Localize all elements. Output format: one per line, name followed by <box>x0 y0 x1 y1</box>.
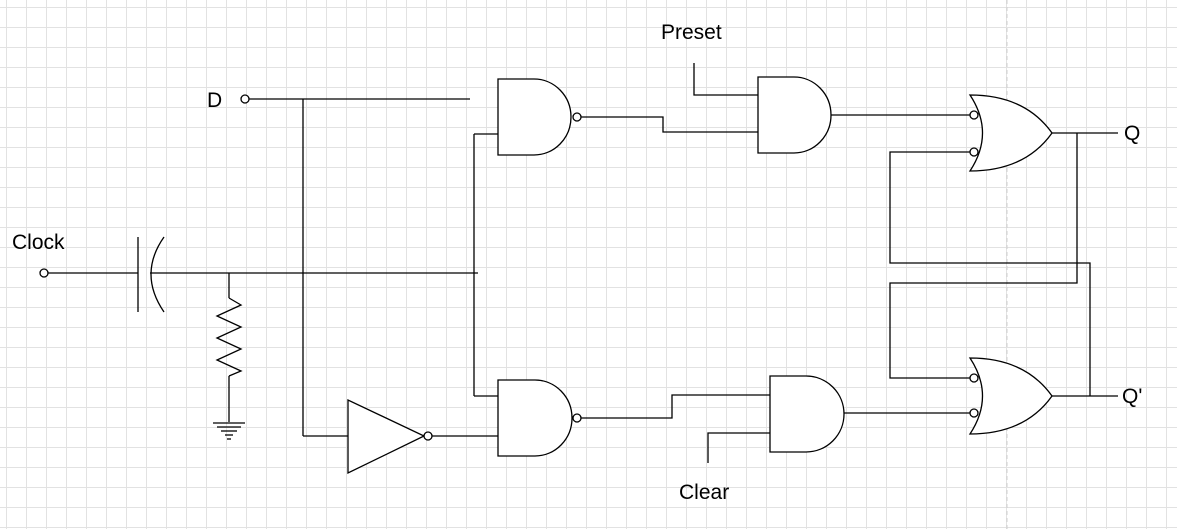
d-input-terminal[interactable] <box>240 94 250 104</box>
or-gate-top <box>968 94 1118 172</box>
clock-input-label: Clock <box>12 231 65 254</box>
clock-input-terminal[interactable] <box>39 268 49 278</box>
d-input-label: D <box>207 89 222 112</box>
capacitor <box>137 236 165 313</box>
q-bar-output-label: Q' <box>1122 385 1142 408</box>
resistor <box>215 273 243 422</box>
preset-label: Preset <box>661 21 722 44</box>
nand-gate-top <box>497 78 758 156</box>
and-gate-preset <box>693 63 970 154</box>
or-gate-bottom <box>968 357 1118 435</box>
feedback-wires <box>889 133 1091 396</box>
nand-gate-bottom <box>497 379 770 457</box>
clock-wires <box>48 133 498 397</box>
q-output-label: Q <box>1124 122 1140 145</box>
clear-label: Clear <box>679 481 729 504</box>
d-wires <box>249 98 470 437</box>
not-gate <box>347 398 498 475</box>
and-gate-clear <box>707 375 970 463</box>
ground-symbol <box>213 422 245 440</box>
